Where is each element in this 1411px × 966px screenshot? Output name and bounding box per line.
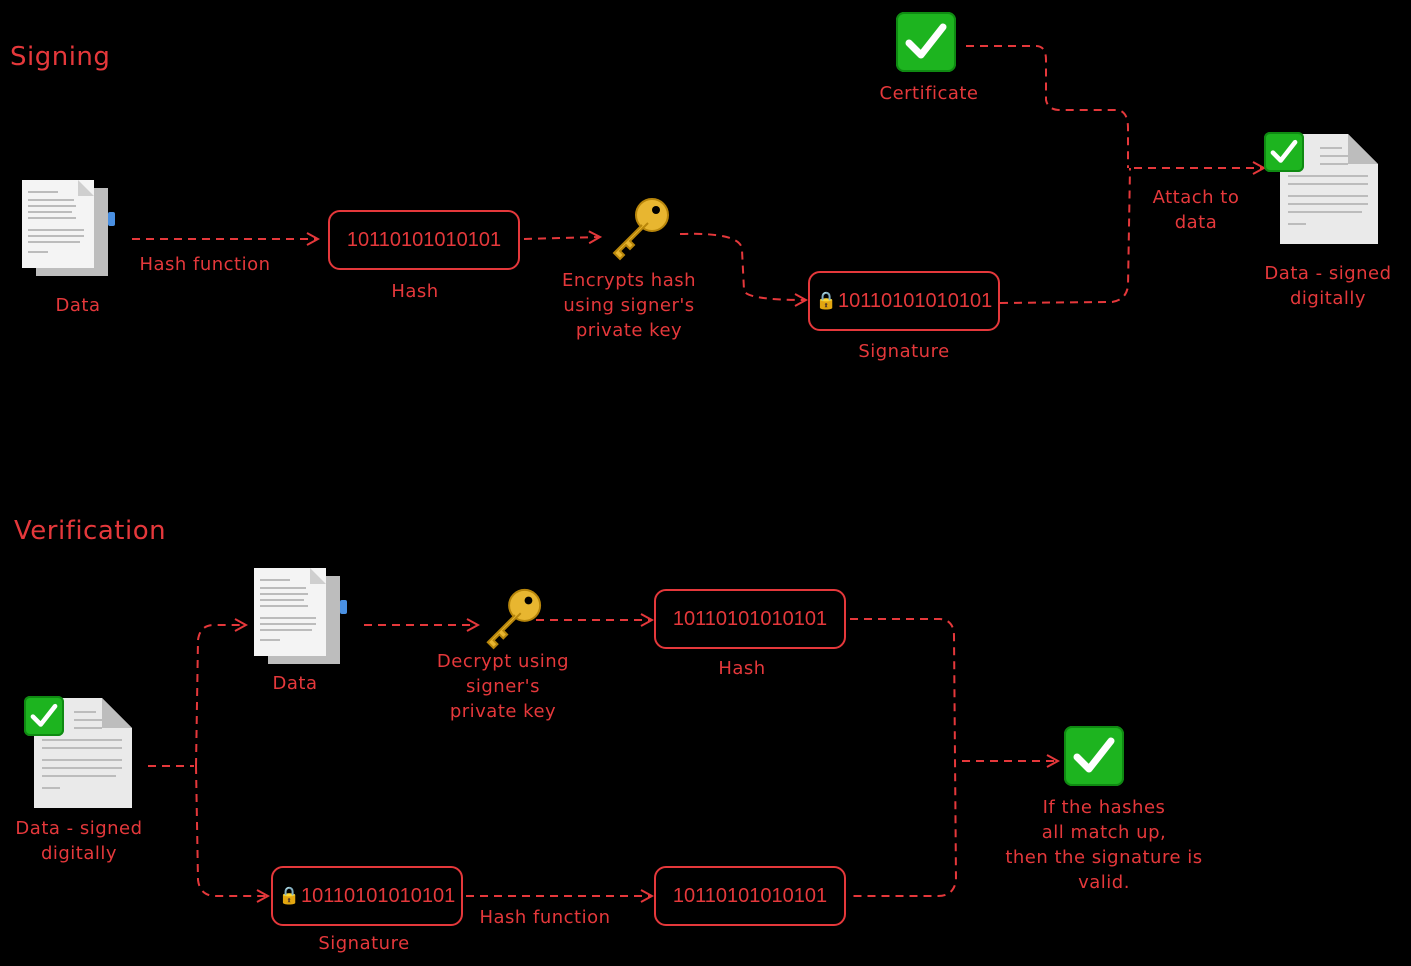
key-icon (606, 195, 672, 265)
certificate-label: Certificate (879, 83, 979, 104)
signed-data-label: Data - signed digitally (1264, 263, 1392, 309)
checkmark-icon (1264, 132, 1304, 172)
signature-label: Signature (318, 933, 410, 954)
arrow-signature-to-data (999, 167, 1131, 304)
encrypt-label: Encrypts hash using signer's private key (561, 270, 697, 341)
arrow-key-to-signature (679, 232, 806, 300)
signature-value: 10110101010101 (837, 289, 993, 312)
decrypted-hash-box: 10110101010101 (654, 589, 846, 649)
checkmark-icon (1064, 726, 1124, 786)
signature-box: 🔒10110101010101 (808, 271, 1000, 331)
hash-label: Hash (391, 281, 439, 302)
signed-data-label: Data - signed digitally (15, 818, 143, 864)
lock-icon: 🔒 (278, 886, 300, 905)
decrypt-label: Decrypt using signer's private key (436, 651, 570, 722)
document-icon (250, 566, 350, 670)
hash-value: 10110101010101 (672, 607, 828, 630)
hash-label: Hash (718, 658, 766, 679)
result-label: If the hashes all match up, then the sig… (1005, 797, 1203, 893)
signature-label: Signature (858, 341, 950, 362)
checkmark-icon (896, 12, 956, 72)
hash-function-label: Hash function (479, 907, 611, 928)
arrow-split-to-signature (195, 765, 268, 896)
arrow-certificate-to-data (966, 45, 1129, 168)
data-label: Data (55, 295, 101, 316)
arrow-split-to-data (195, 625, 246, 767)
computed-hash-box: 10110101010101 (654, 866, 846, 926)
arrow-hash-to-key (523, 237, 600, 239)
signature-value: 10110101010101 (300, 884, 456, 907)
signed-document-icon (1264, 132, 1382, 252)
lock-icon: 🔒 (815, 291, 837, 310)
signature-box: 🔒10110101010101 (271, 866, 463, 926)
key-icon (480, 586, 544, 654)
attach-label: Attach to data (1152, 187, 1240, 233)
data-label: Data (272, 673, 318, 694)
hash-function-label: Hash function (139, 254, 271, 275)
hash-box: 10110101010101 (328, 210, 520, 270)
signed-document-icon (24, 696, 138, 816)
computed-hash-value: 10110101010101 (672, 884, 828, 907)
verification-heading: Verification (14, 516, 167, 546)
signing-heading: Signing (10, 42, 111, 72)
checkmark-icon (24, 696, 64, 736)
document-icon (18, 178, 118, 282)
hash-value: 10110101010101 (346, 228, 502, 251)
arrow-hash-merge (848, 618, 958, 897)
